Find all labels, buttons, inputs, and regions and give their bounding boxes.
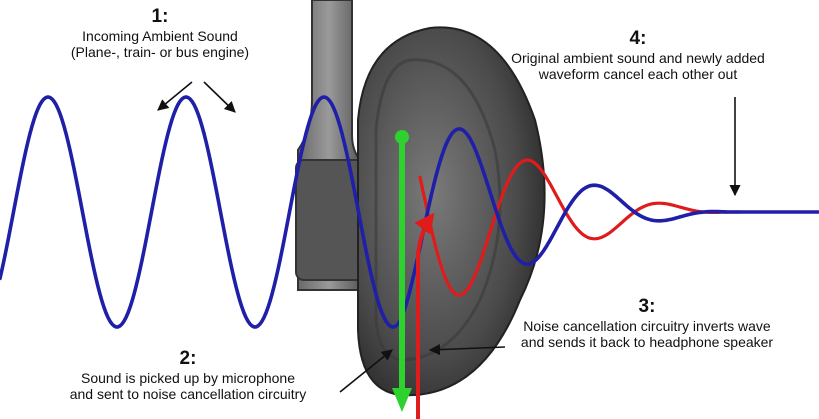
step3-line2: and sends it back to headphone speaker — [520, 333, 774, 350]
step4-number: 4: — [629, 28, 647, 49]
arrow-step1-right — [203, 81, 236, 113]
inverted-wave — [418, 158, 742, 297]
step2-line2: and sent to noise cancellation circuitry — [69, 385, 307, 402]
step4-line1: Original ambient sound and newly added — [511, 49, 765, 66]
step2-line1: Sound is picked up by microphone — [80, 369, 296, 386]
arrow-step1-left — [157, 81, 193, 111]
ambient-wave — [0, 95, 819, 329]
step1-line1: Incoming Ambient Sound — [82, 27, 238, 44]
step1-number: 1: — [151, 6, 169, 27]
speaker-signal — [414, 212, 435, 419]
arrow-step2 — [339, 349, 393, 393]
step1-line2: (Plane-, train- or bus engine) — [70, 43, 250, 60]
microphone-dot — [395, 130, 409, 144]
callout-arrows — [157, 81, 741, 393]
step4-label: 4: Original ambient sound and newly adde… — [468, 28, 808, 82]
step3-line1: Noise cancellation circuitry inverts wav… — [523, 317, 771, 334]
headphone-inner-ring — [374, 58, 502, 362]
step2-label: 2: Sound is picked up by microphone and … — [18, 348, 358, 402]
arrow-step3 — [428, 344, 506, 356]
step1-label: 1: Incoming Ambient Sound (Plane-, train… — [40, 6, 280, 60]
step4-line2: waveform cancel each other out — [538, 65, 738, 82]
step3-label: 3: Noise cancellation circuitry inverts … — [478, 296, 816, 350]
microphone-signal — [392, 130, 412, 412]
headphone-hinge — [295, 159, 367, 281]
step3-number: 3: — [638, 296, 656, 317]
step2-number: 2: — [179, 348, 197, 369]
